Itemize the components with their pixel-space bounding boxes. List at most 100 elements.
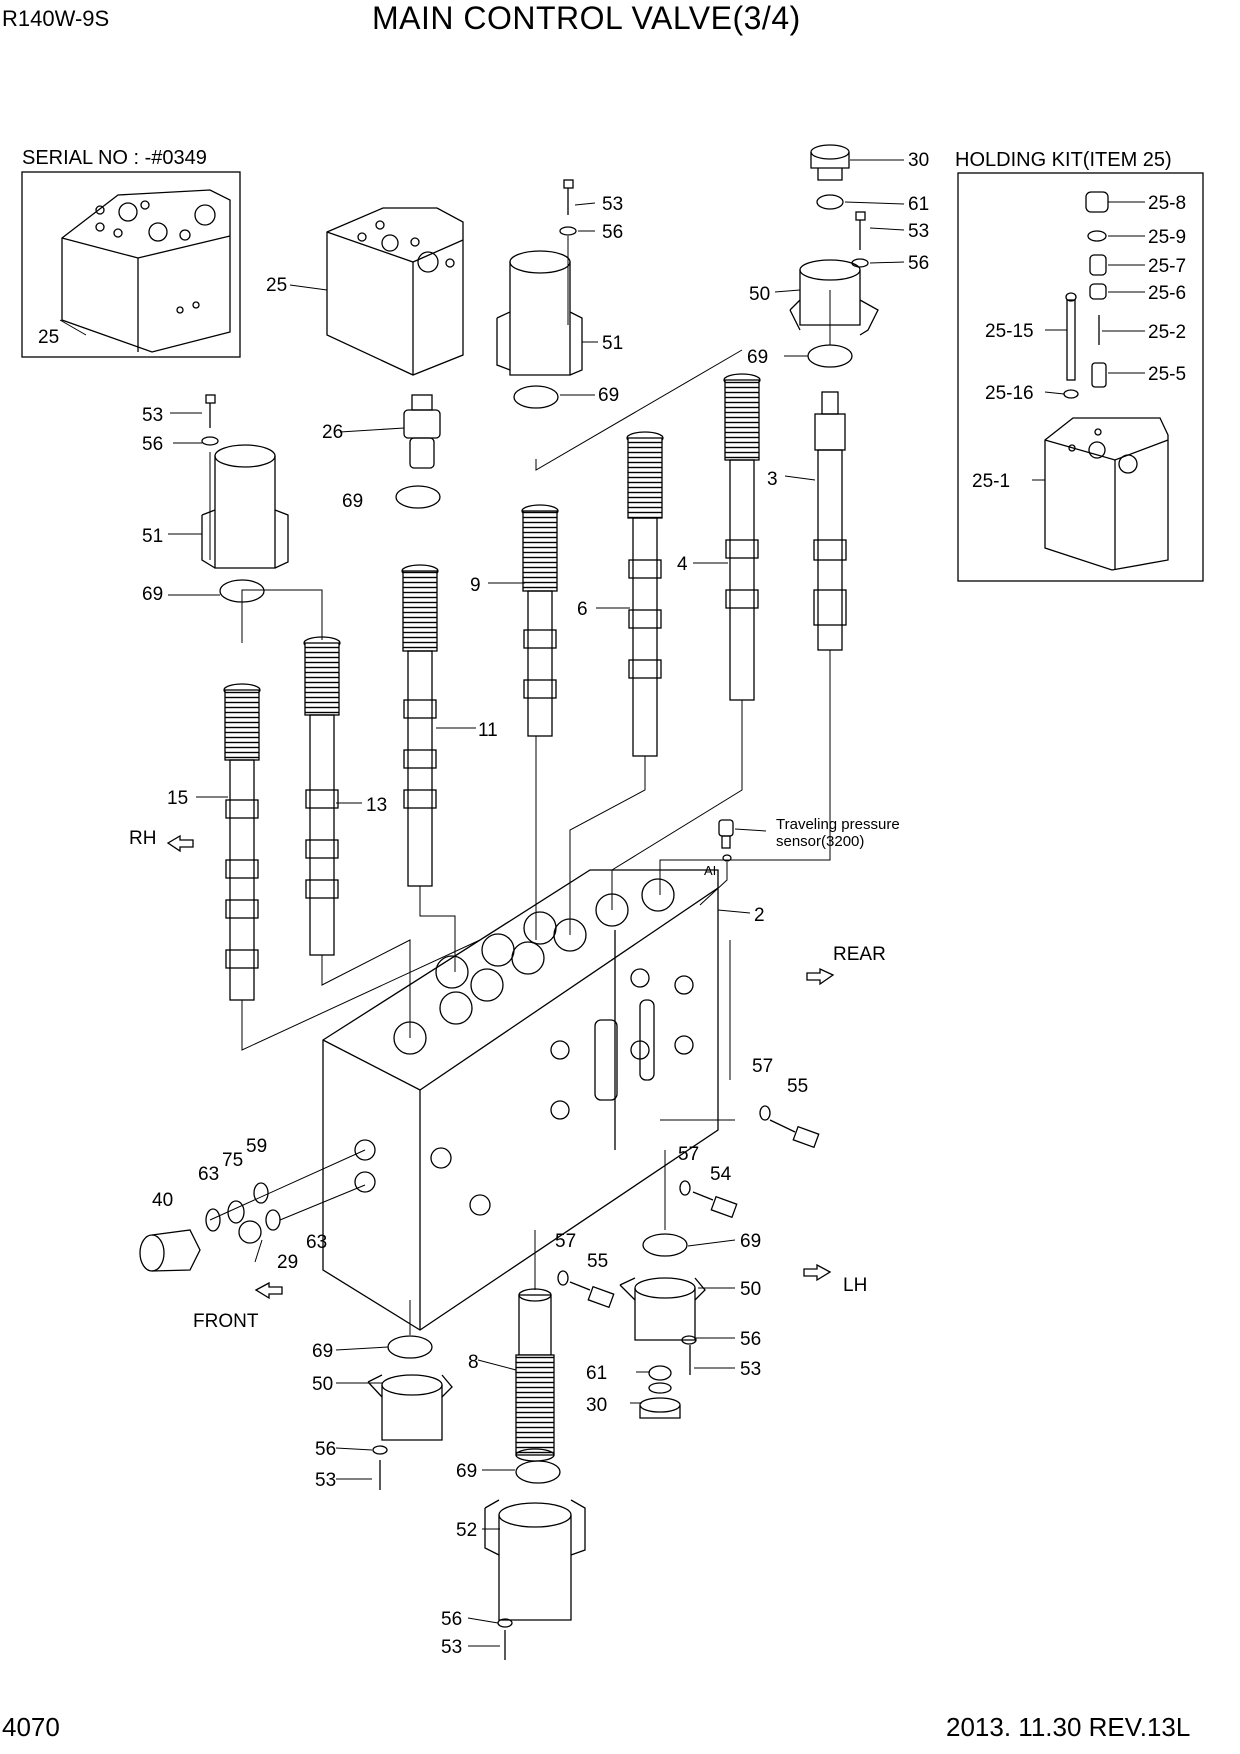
- callout: 11: [478, 720, 498, 741]
- serial-box-frame: [21, 171, 241, 358]
- page-number: 4070: [2, 1712, 60, 1742]
- spool-9: [521, 504, 559, 737]
- callout: 26: [322, 422, 343, 443]
- spool-8: [515, 1288, 555, 1462]
- main-valve-block-2: [322, 869, 719, 1331]
- callout: 55: [587, 1251, 608, 1272]
- part-26: [403, 394, 441, 469]
- cover-50-top: [789, 259, 879, 336]
- holding-kit-block-25-1: [1044, 417, 1169, 571]
- callout: 9: [470, 575, 481, 596]
- callout: 56: [740, 1329, 761, 1350]
- callout: 3: [767, 469, 778, 490]
- callout: 13: [366, 795, 387, 816]
- callout: 55: [787, 1076, 808, 1097]
- direction-rh: RH: [129, 828, 157, 849]
- spool-4: [723, 373, 761, 701]
- callout: 25-15: [985, 321, 1034, 342]
- callout: 8: [468, 1352, 479, 1373]
- callout: 59: [246, 1136, 267, 1157]
- callout: 53: [602, 194, 623, 215]
- direction-front: FRONT: [193, 1311, 259, 1332]
- direction-rear: REAR: [833, 944, 886, 965]
- callout-labels: 25 25 26 69 53 56 51 69 53 56 51 69 30 6…: [38, 150, 1186, 1658]
- callout: 53: [142, 405, 163, 426]
- cover-52: [484, 1499, 586, 1621]
- callout: 2: [754, 905, 765, 926]
- block-25: [326, 207, 464, 376]
- callout: 69: [312, 1341, 333, 1362]
- page-title: MAIN CONTROL VALVE(3/4): [372, 0, 801, 36]
- cover-50-bottom-left: [367, 1374, 453, 1441]
- callout: 57: [555, 1231, 576, 1252]
- callout: 69: [740, 1231, 761, 1252]
- holding-kit-frame: [957, 172, 1204, 582]
- callout: 25-2: [1148, 322, 1186, 343]
- callout: 50: [312, 1374, 333, 1395]
- spool-11: [401, 564, 439, 887]
- callout: 25-8: [1148, 193, 1186, 214]
- callout: 29: [277, 1252, 298, 1273]
- callout: 69: [456, 1461, 477, 1482]
- callout: 69: [747, 347, 768, 368]
- direction-arrows: [166, 834, 835, 1300]
- sensor-note-line1: Traveling pressure: [776, 816, 900, 833]
- callout: 69: [342, 491, 363, 512]
- holding-kit-small-parts: [1063, 191, 1109, 399]
- callout: 15: [167, 788, 188, 809]
- callout: 53: [740, 1359, 761, 1380]
- plug-30-bottom: [639, 1382, 681, 1419]
- callout: 53: [315, 1470, 336, 1491]
- callout: 61: [908, 194, 929, 215]
- spool-13: [303, 636, 341, 956]
- cover-51-upper: [496, 250, 583, 376]
- callout: 51: [142, 526, 163, 547]
- callout: 6: [577, 599, 588, 620]
- callout: 69: [142, 584, 163, 605]
- callout: 25: [38, 327, 59, 348]
- plug-30-top: [810, 144, 850, 181]
- spool-6: [626, 431, 664, 757]
- callout: 52: [456, 1520, 477, 1541]
- sensor-note-line2: sensor(3200): [776, 833, 865, 850]
- callout: 30: [908, 150, 929, 171]
- bolts-washers-bottom: [372, 1105, 820, 1660]
- callout: 56: [441, 1609, 462, 1630]
- leader-lines: [59, 159, 1145, 1647]
- cover-50-bottom-right: [619, 1277, 706, 1341]
- callout: 40: [152, 1190, 173, 1211]
- cover-51-left: [201, 444, 289, 569]
- callout: 54: [710, 1164, 732, 1185]
- callout: 56: [142, 434, 163, 455]
- callout: 56: [315, 1439, 336, 1460]
- callout: 4: [677, 554, 688, 575]
- callout: 75: [222, 1150, 243, 1171]
- serial-block-25: [61, 189, 231, 353]
- callout: 69: [598, 385, 619, 406]
- callout: 57: [752, 1056, 773, 1077]
- plug-40: [139, 1229, 201, 1272]
- callout: 63: [306, 1232, 327, 1253]
- fittings-left: [205, 1182, 281, 1244]
- callout: 56: [602, 222, 623, 243]
- callout: 25: [266, 275, 287, 296]
- spool-15: [223, 683, 261, 1001]
- callout: 61: [586, 1363, 607, 1384]
- callout: 25-1: [972, 471, 1010, 492]
- direction-lh: LH: [843, 1275, 868, 1296]
- callout: 56: [908, 253, 929, 274]
- callout: 51: [602, 333, 623, 354]
- callout: 25-5: [1148, 364, 1186, 385]
- holding-kit-title: HOLDING KIT(ITEM 25): [955, 149, 1172, 171]
- callout: 63: [198, 1164, 219, 1185]
- callout: 25-7: [1148, 256, 1186, 277]
- revision-label: 2013. 11.30 REV.13L: [946, 1712, 1191, 1742]
- callout: 53: [441, 1637, 462, 1658]
- callout: 25-9: [1148, 227, 1186, 248]
- pressure-sensor: [718, 819, 734, 862]
- callout: 57: [678, 1144, 699, 1165]
- serial-box-title: SERIAL NO : -#0349: [22, 147, 207, 169]
- callout: 25-6: [1148, 283, 1186, 304]
- spool-3: [813, 391, 847, 651]
